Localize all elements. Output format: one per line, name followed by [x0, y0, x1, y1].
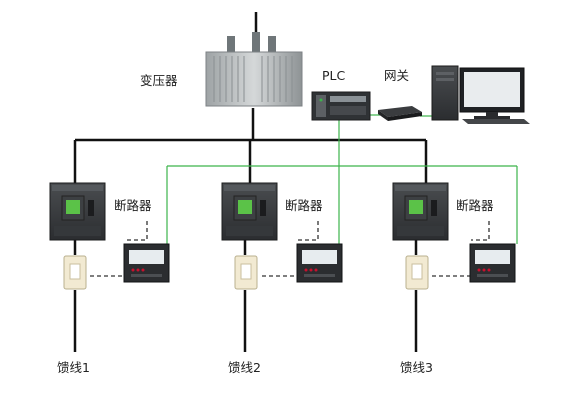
circuit-breaker-icon — [392, 182, 449, 241]
computer-icon — [431, 65, 530, 124]
current-transformer-icon — [405, 255, 429, 290]
breaker-label-3: 断路器 — [456, 198, 494, 213]
current-transformer-icon — [63, 255, 87, 290]
gateway-icon — [378, 106, 422, 121]
gateway-label: 网关 — [384, 68, 409, 83]
plc-icon — [311, 91, 371, 121]
plc-label: PLC — [322, 68, 346, 83]
feeder-label-1: 馈线1 — [57, 360, 90, 375]
breaker-label-1: 断路器 — [114, 198, 152, 213]
power-wiring — [73, 12, 428, 352]
power-meter-icon — [123, 243, 170, 283]
feeder-label-2: 馈线2 — [228, 360, 261, 375]
comm-wiring — [166, 114, 518, 244]
circuit-breaker-icon — [221, 182, 278, 241]
breaker-label-2: 断路器 — [285, 198, 323, 213]
circuit-breaker-icon — [49, 182, 106, 241]
feeder-label-3: 馈线3 — [400, 360, 433, 375]
power-meter-icon — [296, 243, 343, 283]
signal-links — [90, 221, 490, 277]
transformer-label: 变压器 — [140, 73, 178, 88]
current-transformer-icon — [234, 255, 258, 290]
power-meter-icon — [469, 243, 516, 283]
transformer-icon — [205, 32, 303, 107]
